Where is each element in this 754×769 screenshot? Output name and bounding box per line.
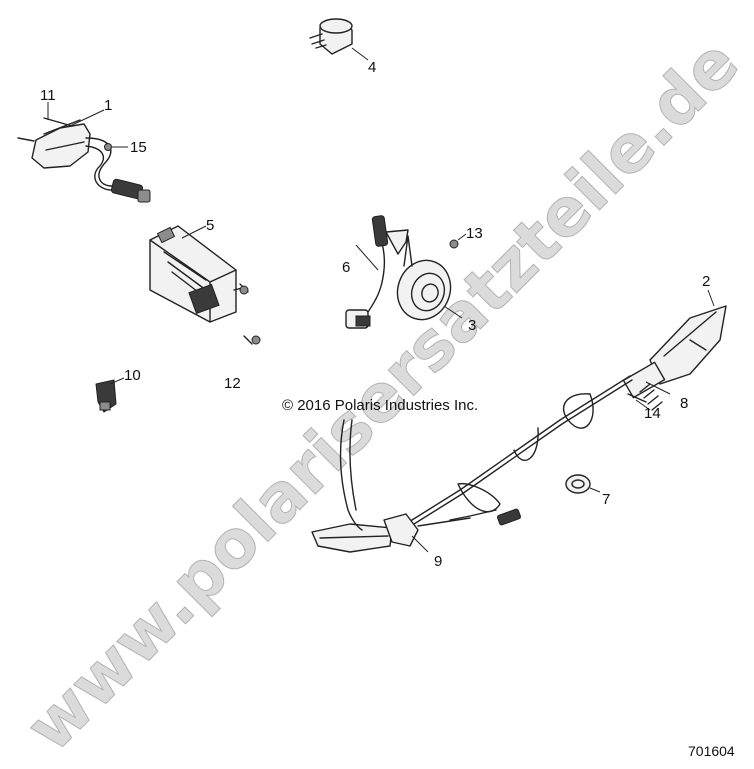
callout-6: 6 — [342, 259, 350, 276]
part-turn-signal-front — [311, 419, 471, 553]
part-bracket-harness — [17, 102, 151, 203]
part-bushing — [565, 474, 601, 494]
part-relay — [309, 18, 369, 61]
callout-8: 8 — [680, 395, 688, 412]
drawing-number: 701604 — [688, 743, 735, 759]
part-turn-signal-rear — [622, 289, 727, 411]
callout-14: 14 — [644, 405, 661, 422]
callout-10: 10 — [124, 367, 141, 384]
callout-5: 5 — [206, 217, 214, 234]
callout-2: 2 — [702, 273, 710, 290]
callout-4: 4 — [368, 59, 376, 76]
callout-3: 3 — [468, 317, 476, 334]
callout-13: 13 — [466, 225, 483, 242]
copyright-notice: © 2016 Polaris Industries Inc. — [282, 397, 478, 414]
callout-15: 15 — [130, 139, 147, 156]
part-horn — [345, 215, 467, 329]
callout-11: 11 — [40, 87, 56, 104]
callout-1: 1 — [104, 97, 112, 114]
part-connector — [95, 377, 125, 413]
callout-12: 12 — [224, 375, 241, 392]
callout-7: 7 — [602, 491, 610, 508]
part-control-module — [149, 225, 261, 345]
watermark-text: www.polarisersatzteile.de — [11, 24, 753, 766]
callout-9: 9 — [434, 553, 442, 570]
part-signal-cable — [379, 375, 633, 545]
